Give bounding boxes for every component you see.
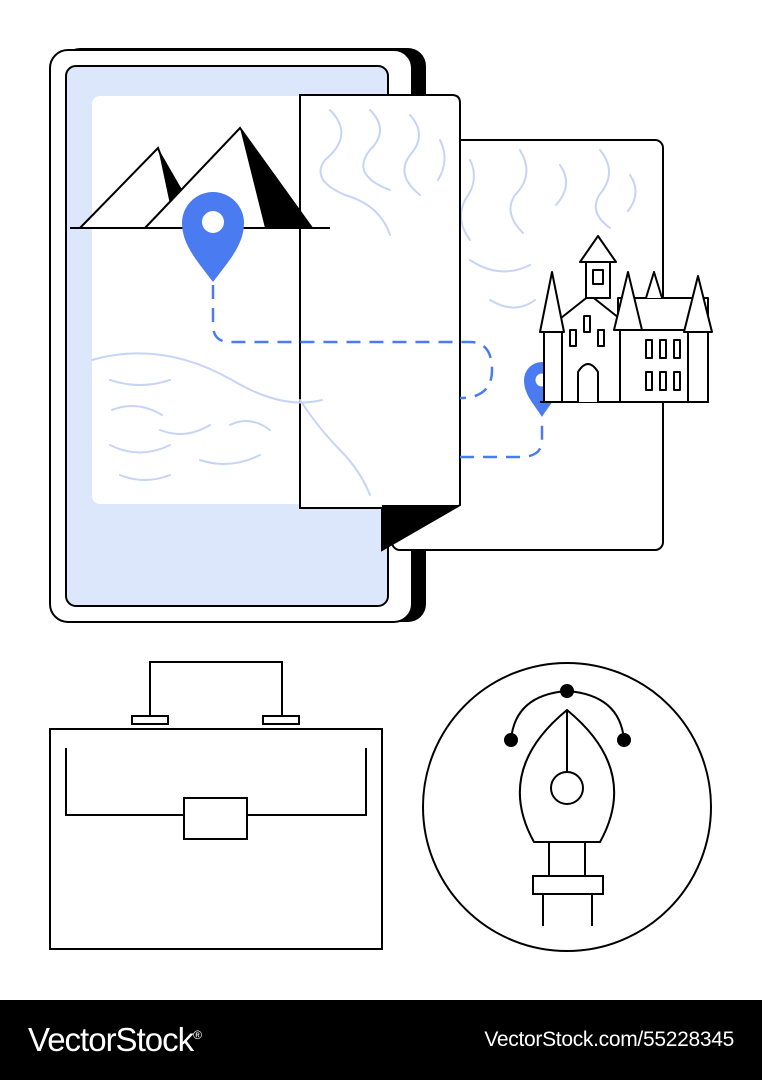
footer-bar: VectorStock® VectorStock.com/55228345: [0, 1000, 762, 1080]
location-pin-icon: [182, 192, 244, 282]
water-waves: [91, 352, 371, 496]
route-path-second: [460, 418, 544, 459]
castle-icon: [539, 235, 713, 403]
image-id-url: VectorStock.com/55228345: [484, 1028, 734, 1051]
brand-logo: VectorStock®: [28, 1021, 202, 1058]
paper-map-icon: [299, 94, 461, 552]
travel-design-illustration: [49, 48, 713, 952]
briefcase-icon: [49, 661, 383, 950]
pen-tool-icon: [422, 662, 712, 952]
route-path: [211, 285, 494, 400]
